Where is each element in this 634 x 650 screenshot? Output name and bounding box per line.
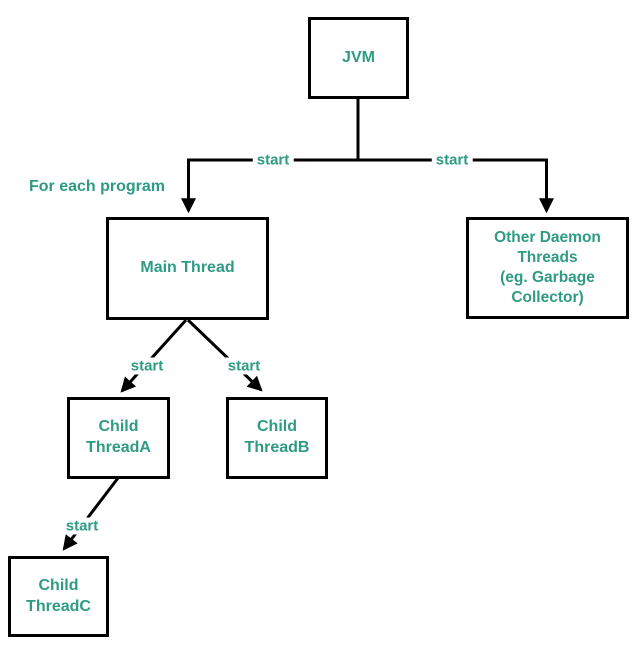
edge-child-a-to-child-c <box>62 477 120 551</box>
edge-label-start-main-to-child-b: start <box>223 357 265 375</box>
edge-main-to-child-a <box>120 318 188 393</box>
edge-jvm-to-main-thread <box>181 158 358 214</box>
for-each-program-label: For each program <box>29 178 166 195</box>
edge-label-start-jvm-to-daemon: start <box>431 151 473 169</box>
node-child-thread-b: Child ThreadB <box>226 397 328 479</box>
node-child-thread-c: Child ThreadC <box>8 556 109 637</box>
edge-label-start-jvm-to-main: start <box>252 151 294 169</box>
edge-jvm-to-daemon-threads <box>358 158 554 214</box>
node-other-daemon-threads: Other Daemon Threads (eg. Garbage Collec… <box>466 217 629 319</box>
edge-label-start-child-a-to-child-c: start <box>61 517 103 535</box>
edge-main-to-child-b <box>186 318 263 392</box>
edge-label-start-main-to-child-a: start <box>126 357 168 375</box>
node-main-thread: Main Thread <box>106 217 269 320</box>
node-jvm: JVM <box>308 17 409 99</box>
node-child-thread-a: Child ThreadA <box>67 397 170 479</box>
